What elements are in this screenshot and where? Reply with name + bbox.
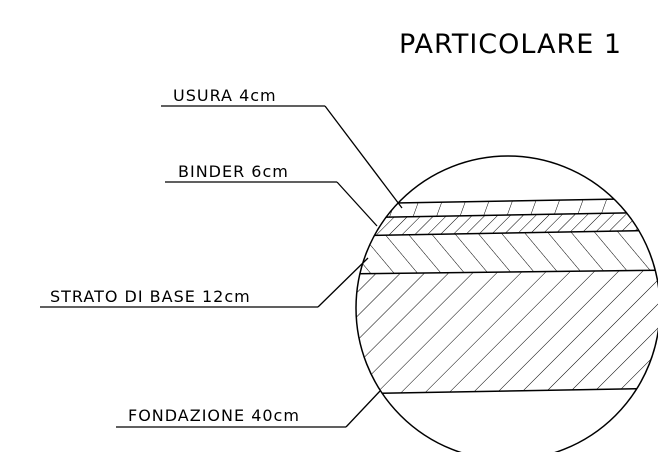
label-binder: BINDER 6cm [178,162,289,181]
drawing-title: PARTICOLARE 1 [399,29,622,60]
detail-circle [355,155,658,452]
layer-base [356,230,658,274]
leader-binder [165,181,378,227]
label-usura: USURA 4cm [173,86,277,105]
layer-binder [356,212,658,236]
label-base: STRATO DI BASE 12cm [50,287,251,306]
leader-base [40,257,369,308]
label-fondazione: FONDAZIONE 40cm [128,406,300,425]
section-layers [356,197,658,395]
leader-usura [161,105,403,209]
layer-fondazione [356,270,658,394]
leader-fondazione [116,390,381,428]
